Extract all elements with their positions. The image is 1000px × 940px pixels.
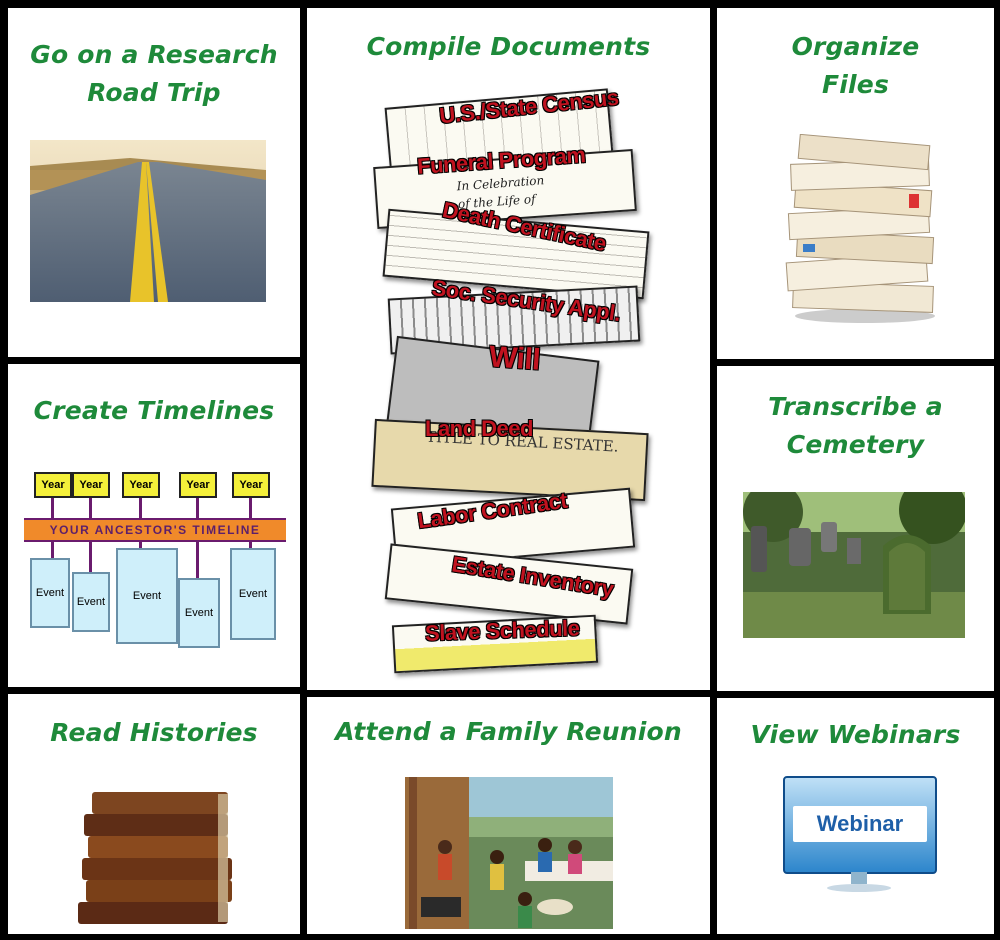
tile-organize-files[interactable]: Organize Files [717, 8, 994, 359]
document-label: Slave Schedule [424, 615, 580, 646]
tile-view-webinars[interactable]: View Webinars Webinar [717, 698, 994, 934]
tile-title: View Webinars [750, 720, 961, 749]
tile-road-trip[interactable]: Go on a Research Road Trip [8, 8, 300, 357]
timeline-event: Event [30, 558, 70, 628]
document-label: Will [487, 340, 542, 377]
timeline-year: Year [34, 472, 72, 498]
monitor-base [827, 884, 891, 892]
books-image [78, 792, 232, 924]
timeline-diagram: YOUR ANCESTOR'S TIMELINE Year Year Year … [24, 468, 286, 648]
road-photo [30, 140, 266, 302]
tile-create-timelines[interactable]: Create Timelines YOUR ANCESTOR'S TIMELIN… [8, 364, 300, 687]
timeline-year: Year [72, 472, 110, 498]
tile-title: Create Timelines [33, 396, 275, 425]
tile-title: Read Histories [50, 718, 258, 747]
tile-title: Go on a Research Road Trip [30, 40, 278, 107]
reunion-painting [405, 777, 613, 929]
cemetery-photo [743, 492, 965, 638]
timeline-year: Year [179, 472, 217, 498]
monitor-icon: Webinar [783, 776, 937, 902]
timeline-year: Year [122, 472, 160, 498]
tile-title: Transcribe a Cemetery [768, 392, 943, 459]
monitor-stand [851, 872, 867, 884]
timeline-year: Year [232, 472, 270, 498]
timeline-banner: YOUR ANCESTOR'S TIMELINE [24, 518, 286, 542]
file-stack-image [785, 134, 935, 323]
monitor-screen: Webinar [783, 776, 937, 874]
tile-title: Attend a Family Reunion [335, 717, 682, 746]
timeline-event: Event [116, 548, 178, 644]
timeline-event: Event [230, 548, 276, 640]
timeline-event: Event [72, 572, 110, 632]
tile-read-histories[interactable]: Read Histories [8, 694, 300, 934]
tile-transcribe-cemetery[interactable]: Transcribe a Cemetery [717, 366, 994, 691]
tile-title: Organize Files [791, 32, 920, 99]
webinar-label: Webinar [793, 806, 927, 842]
document-label: Land Deed [425, 416, 533, 441]
tile-title: Compile Documents [366, 32, 651, 61]
tile-compile-documents[interactable]: Compile Documents In Celebration of the … [307, 8, 710, 690]
timeline-event: Event [178, 578, 220, 648]
tile-family-reunion[interactable]: Attend a Family Reunion [307, 697, 710, 934]
